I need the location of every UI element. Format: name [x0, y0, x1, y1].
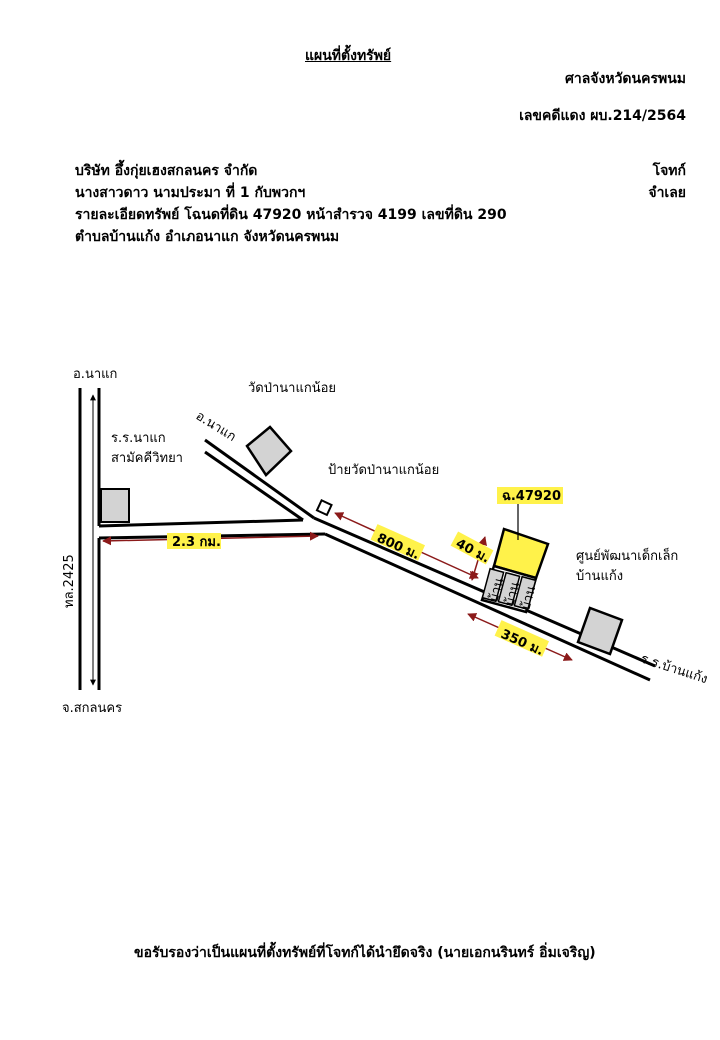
- property-location: ตำบลบ้านแก้ง อำเภอนาแก จังหวัดนครพนม: [75, 229, 340, 245]
- page-title: แผนที่ตั้งทรัพย์: [305, 48, 392, 64]
- north-end-label: อ.นาแก: [73, 367, 117, 382]
- certification-text: ขอรับรองว่าเป็นแผนที่ตั้งทรัพย์ที่โจทก์ไ…: [134, 945, 596, 961]
- childcare-building: [576, 606, 624, 656]
- temple-sign-label: ป้ายวัดป่านาแกน้อย: [328, 463, 439, 478]
- school-left-label-2: สามัคคีวิทยา: [111, 450, 183, 466]
- house-marker: [481, 567, 505, 603]
- branch-road: [204, 438, 315, 522]
- school-right-label: ร.ร.บ้านแก้ง: [639, 652, 710, 688]
- south-end-label: จ.สกลนคร: [62, 701, 122, 716]
- temple-label: วัดป่านาแกน้อย: [248, 381, 336, 396]
- house-label: บ้าน: [486, 576, 507, 604]
- highlight: [370, 524, 426, 561]
- highway-road: [78, 388, 101, 690]
- temple-sign-marker: [315, 499, 333, 517]
- court-name: ศาลจังหวัดนครพนม: [564, 71, 686, 87]
- defendant-role: จำเลย: [648, 185, 686, 201]
- highlight: [497, 487, 563, 504]
- distance-junction-label: 2.3 กม.: [172, 535, 221, 550]
- house-marker: [497, 571, 521, 607]
- plaintiff-name: บริษัท อึ้งกุ่ยเฮงสกลนคร จำกัด: [75, 163, 258, 179]
- school-left-label-1: ร.ร.นาแก: [111, 431, 166, 446]
- property-detail: รายละเอียดทรัพย์ โฉนดที่ดิน 47920 หน้าสำ…: [75, 207, 507, 223]
- house-label: บ้าน: [502, 580, 523, 608]
- highlight: [167, 533, 221, 549]
- childcare-label-2: บ้านแก้ง: [576, 569, 623, 584]
- childcare-label-1: ศูนย์พัฒนาเด็กเล็ก: [576, 546, 678, 564]
- plaintiff-role: โจทก์: [652, 163, 686, 179]
- temple-building: [245, 425, 293, 477]
- property-plot: บ้าน บ้าน บ้าน: [480, 527, 550, 614]
- school-nakae-building: [100, 488, 130, 523]
- deed-label: ฉ.47920: [502, 489, 561, 504]
- house-label: บ้าน: [518, 584, 539, 612]
- case-number: เลขคดีแดง ผบ.214/2564: [519, 108, 686, 124]
- branch-end-label: อ.นาแก: [193, 409, 239, 445]
- defendant-name: นางสาวดาว นามประมา ที่ 1 กับพวกฯ: [75, 185, 306, 201]
- highway-label: ทล.2425: [62, 554, 77, 608]
- highlight: [450, 531, 494, 565]
- house-marker: [513, 575, 537, 611]
- highlight: [494, 620, 550, 657]
